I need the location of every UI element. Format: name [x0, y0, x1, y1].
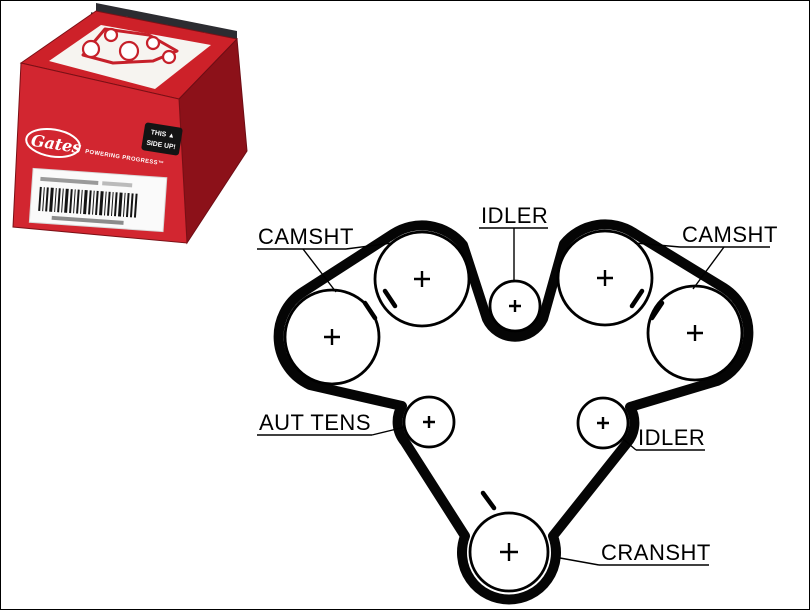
barcode-sticker — [28, 167, 168, 233]
pulley-idler-right — [576, 396, 630, 450]
camshaft-right-leader-outer — [692, 246, 725, 290]
pulley-idler-top — [488, 279, 542, 333]
camshaft-left-leader-inner — [345, 242, 393, 250]
label-idler-top: IDLER — [479, 203, 548, 281]
camshaft-left-leader-outer — [302, 248, 337, 293]
barcode — [38, 186, 138, 218]
barcode-number-row — [51, 215, 124, 225]
pulley-camshaft-inner-left — [373, 230, 471, 328]
tensioner-leader — [371, 426, 406, 436]
pulley-camshaft-inner-right — [556, 229, 654, 327]
gates-logo-oval — [25, 128, 81, 158]
plus-mark — [597, 417, 609, 429]
label-crankshaft: CRANSHT — [559, 540, 711, 566]
plus-mark — [423, 416, 435, 428]
camshaft-right-text: CAMSHT — [682, 222, 778, 247]
timing-belt — [273, 219, 754, 605]
pulley-camshaft-outer-right — [646, 284, 744, 382]
pulley-tensioner — [402, 395, 456, 449]
side-up-line2: SIDE UP! — [146, 140, 176, 152]
box-back-band — [96, 3, 237, 39]
pulley-camshaft-outer-left — [283, 288, 381, 386]
idler-right-leader — [622, 438, 637, 451]
side-up-line1: THIS ▲ — [150, 129, 175, 140]
crankshaft-text: CRANSHT — [601, 540, 711, 565]
camshaft-right-leader-inner — [634, 242, 681, 248]
pulley-crankshaft — [468, 511, 550, 593]
gates-logo: Gates — [25, 128, 83, 158]
label-idler-right: IDLER — [622, 425, 705, 451]
plus-mark — [509, 300, 521, 312]
label-tensioner: AUT TENS — [257, 410, 406, 436]
timing-marks — [362, 288, 665, 511]
plus-mark — [597, 270, 613, 286]
plus-mark — [500, 543, 518, 561]
label-camshaft-right: CAMSHT — [634, 222, 778, 290]
side-up-label-bg — [141, 122, 183, 156]
crankshaft-leader — [559, 557, 600, 566]
idler-top-text: IDLER — [481, 203, 548, 228]
plus-mark — [687, 325, 703, 341]
tensioner-text: AUT TENS — [259, 410, 371, 435]
camshaft-left-text: CAMSHT — [258, 224, 354, 249]
side-up-label: THIS ▲ SIDE UP! — [141, 122, 183, 156]
product-box-photo: Gates POWERING PROGRESS™ THIS ▲ SIDE UP! — [12, 3, 248, 245]
plus-mark — [414, 271, 430, 287]
sticker-text-line-2 — [102, 181, 133, 188]
box-top-print-belt-art — [81, 27, 179, 65]
label-camshaft-left: CAMSHT — [257, 224, 393, 293]
plus-mark — [324, 329, 340, 345]
idler-right-text: IDLER — [638, 425, 705, 450]
sticker-text-line-1 — [40, 176, 99, 185]
